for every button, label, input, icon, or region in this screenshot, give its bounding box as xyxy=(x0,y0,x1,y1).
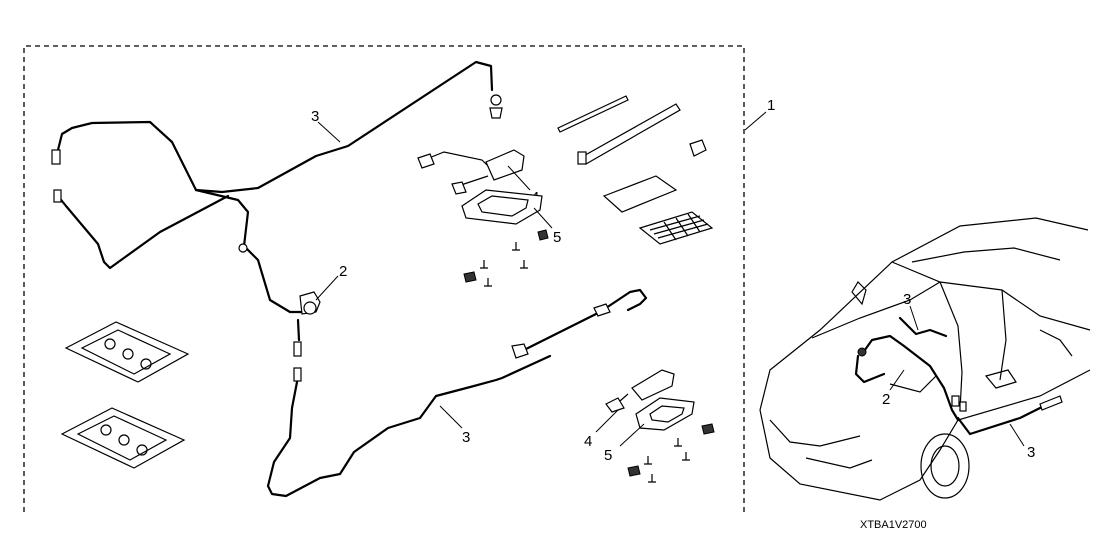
callout-car-2: 2 xyxy=(882,391,890,408)
leader-car-3-side xyxy=(1009,423,1025,447)
callout-5-bottom: 5 xyxy=(604,447,612,464)
car-illustration xyxy=(759,217,1091,501)
leader-5-bottom xyxy=(619,423,645,447)
leader-4-top xyxy=(507,165,531,191)
callout-4-bottom: 4 xyxy=(584,433,592,450)
callout-3-top: 3 xyxy=(311,108,319,125)
callout-5-top: 5 xyxy=(553,229,561,246)
light-assembly-bottom xyxy=(605,369,675,413)
leader-3-top xyxy=(317,121,341,143)
callout-car-3-side: 3 xyxy=(1027,444,1035,461)
leader-5-top xyxy=(533,207,553,229)
leader-4-bottom xyxy=(595,409,619,433)
leader-2 xyxy=(315,275,339,301)
callout-2: 2 xyxy=(339,263,347,280)
sticker-sheet-1 xyxy=(64,321,190,383)
harness-long-top xyxy=(51,60,503,314)
light-assembly-top xyxy=(417,149,525,195)
car-harness xyxy=(854,316,1063,436)
leader-1 xyxy=(744,111,767,131)
bracket-top xyxy=(461,189,543,225)
harness-main xyxy=(266,291,552,498)
screws-top xyxy=(463,229,549,287)
callout-1: 1 xyxy=(767,97,775,114)
harness-long-bottom xyxy=(511,288,648,359)
callout-car-3-top: 3 xyxy=(903,291,911,308)
leader-3-bottom xyxy=(439,405,463,429)
leader-car-2 xyxy=(889,369,905,391)
leader-car-3-top xyxy=(909,305,919,331)
diagram-code: XTBA1V2700 xyxy=(860,519,927,531)
sticker-sheet-2 xyxy=(60,407,186,469)
ties-and-pads xyxy=(557,95,714,245)
callout-3-bottom: 3 xyxy=(462,429,470,446)
screws-bottom xyxy=(627,423,715,483)
bracket-bottom xyxy=(635,397,695,431)
